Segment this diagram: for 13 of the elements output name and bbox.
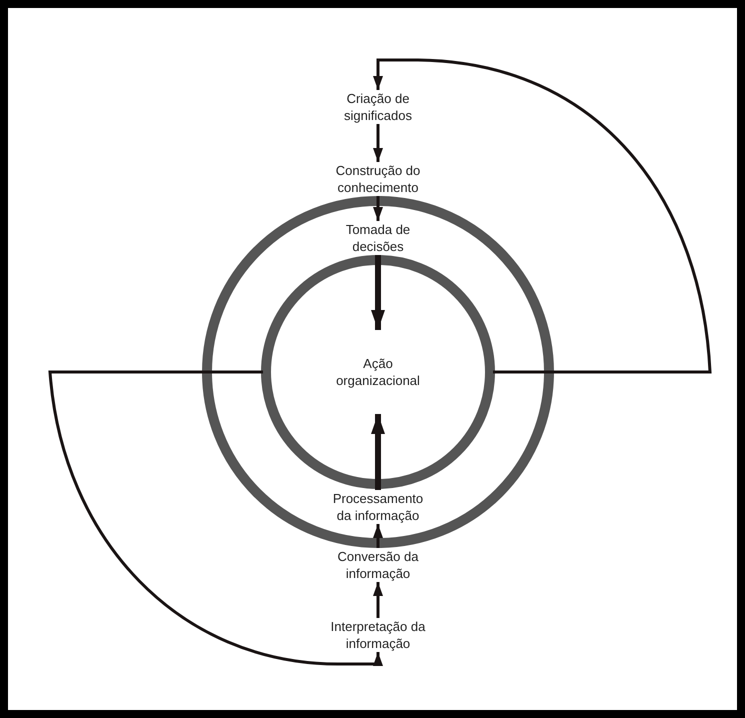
stage-label: Processamento da informação bbox=[328, 490, 428, 524]
stage-label: Conversão da informação bbox=[328, 548, 428, 582]
arrow bbox=[373, 524, 383, 548]
arrow bbox=[48, 370, 383, 666]
stage-label: Interpretação da informação bbox=[330, 618, 426, 652]
stage-label: Tomada de decisões bbox=[333, 221, 423, 255]
arrow bbox=[373, 196, 383, 221]
stage-label: Construção do conhecimento bbox=[318, 162, 438, 196]
center-label: Ação organizacional bbox=[335, 355, 421, 389]
arrow bbox=[373, 124, 383, 162]
arrow bbox=[373, 582, 383, 618]
arrow bbox=[373, 58, 712, 374]
stage-label: Criação de significados bbox=[323, 90, 433, 124]
